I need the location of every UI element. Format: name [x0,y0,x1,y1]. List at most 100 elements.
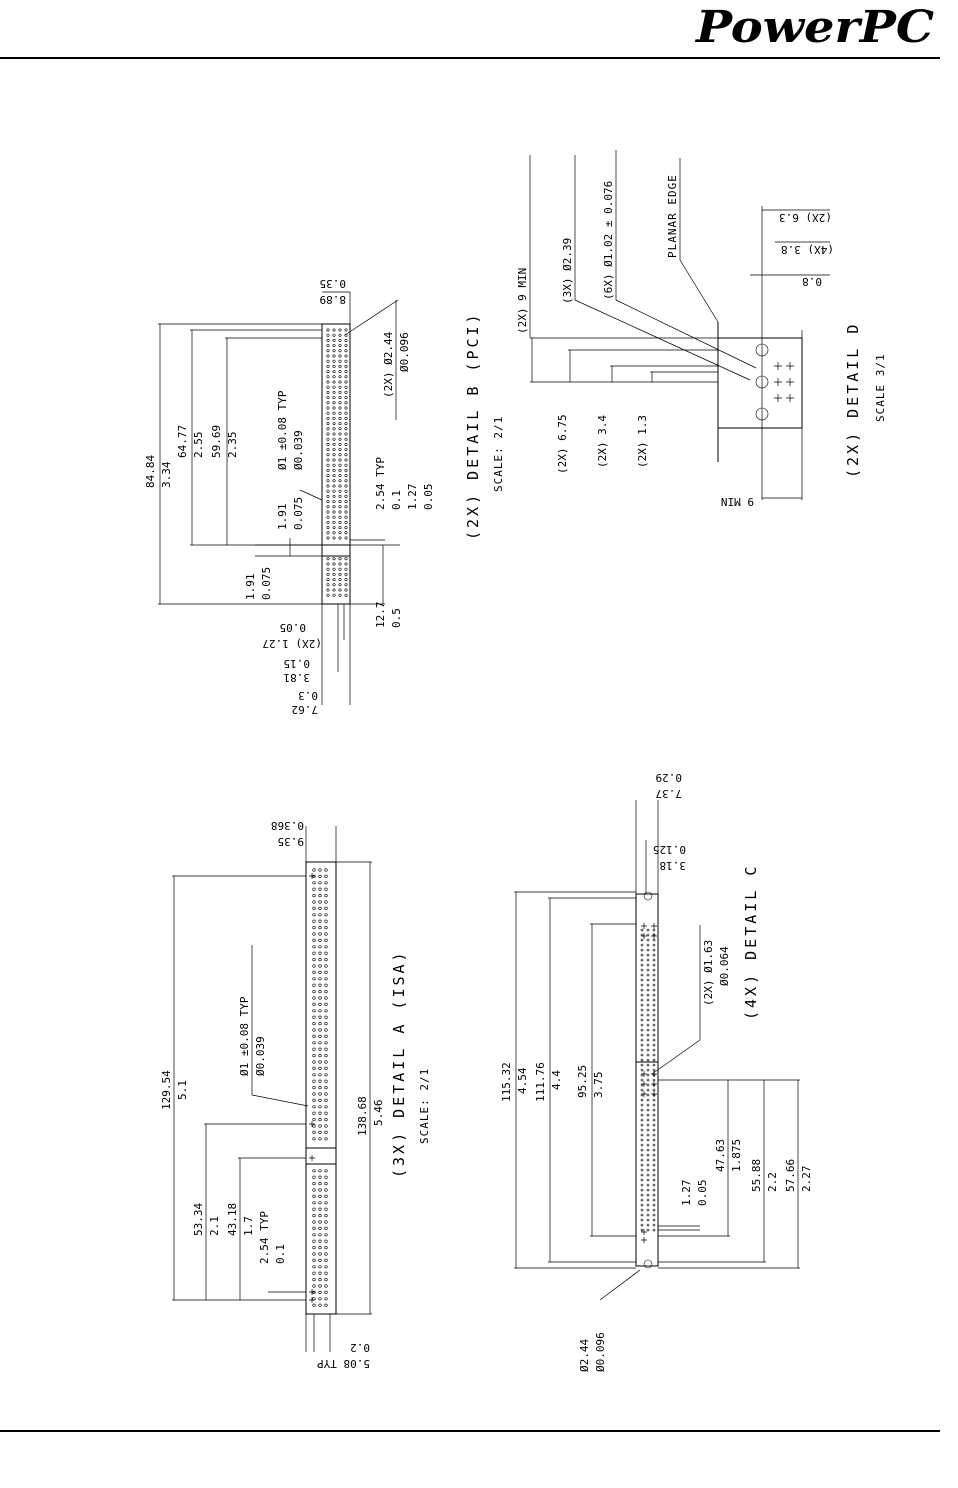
pin-hole [338,526,342,530]
pin-marker [651,1081,657,1087]
pin-hole [318,1226,322,1230]
pin-hole [324,1233,328,1237]
dim-5-1: 5.1 [176,1080,189,1100]
pin-hole [652,948,656,952]
pin-hole [646,1123,650,1127]
pin-hole [640,953,644,957]
pin-hole [646,1038,650,1042]
pin-hole [646,1223,650,1227]
pin-hole [318,881,322,885]
pin-hole [324,1098,328,1102]
pin-hole [332,505,336,509]
dim-0-3: 0.3 [298,689,318,702]
pin-hole [332,427,336,431]
pin-hole [326,593,330,597]
pin-hole [332,500,336,504]
pin-hole [652,1053,656,1057]
pin-hole [344,505,348,509]
pin-hole [344,427,348,431]
pin-hole [652,1203,656,1207]
pin-hole [326,448,330,452]
pin-hole [344,406,348,410]
pin-hole [646,1183,650,1187]
pin-hole [326,510,330,514]
pin-hole [318,1303,322,1307]
pin-hole [646,978,650,982]
pin-hole [318,925,322,930]
detail-d-scale: SCALE 3/1 [874,353,887,422]
pin-hole [326,380,330,384]
pin-hole [312,874,316,879]
pin-hole [326,567,330,571]
pin-hole [646,1078,650,1082]
pin-hole [652,953,656,957]
pin-hole [312,1028,316,1032]
pin-hole [332,526,336,530]
dim-0-1: 0.1 [390,490,403,510]
pin-hole [640,1048,644,1052]
pin-hole [324,1201,328,1205]
dim-3-81: 3.81 [284,671,311,684]
pin-hole [344,364,348,368]
dim-0-368: 0.368 [271,819,304,832]
pin-hole [652,928,656,932]
pin-hole [324,1047,328,1051]
pin-hole [646,973,650,977]
pin-hole [640,1183,644,1187]
detail-d-title: (2X) DETAIL D [844,322,862,478]
dim-53-34: 53.34 [192,1203,205,1236]
pin-hole [344,432,348,436]
pin-hole [646,1013,650,1017]
dim-0-075-a: 0.075 [260,567,273,600]
pin-hole [640,1088,644,1092]
pin-hole [640,1138,644,1142]
pin-hole [318,893,322,898]
pin-hole [318,919,322,923]
pin-hole [338,380,342,384]
pin-marker [309,1121,315,1127]
pin-hole [646,968,650,972]
dim-59-69: 59.69 [210,425,223,458]
dim-0-05: 0.05 [422,484,435,511]
pin-marker [309,1155,315,1161]
detail-c-title: (4X) DETAIL C [742,864,760,1020]
pin-hole [344,401,348,405]
pin-hole [312,1226,316,1230]
pin-hole [324,1265,328,1269]
pin-hole [326,531,330,535]
dim-4-4: 4.4 [550,1070,563,1090]
pin-hole [652,1188,656,1192]
pin-hole [324,957,328,962]
pin-hole [646,1228,650,1232]
pin-hole [332,484,336,488]
dim-a-0-1: 0.1 [274,1244,287,1264]
detail-b-pci: 84.84 3.34 64.77 2.55 59.69 2.35 1.91 0.… [144,277,505,716]
pin-hole [324,945,328,949]
pin-hole [312,932,316,936]
pin-hole [318,1021,322,1026]
dim-5-08-typ: 5.08 TYP [317,1357,370,1370]
dim-a-hole-0-039: Ø0.039 [254,1036,267,1076]
pin-hole [312,893,316,898]
pin-hole [324,1009,328,1013]
pin-hole [652,1198,656,1202]
pin-hole [646,1068,650,1072]
pin-hole [646,1073,650,1077]
pin-hole [652,998,656,1002]
pin-hole [326,572,330,576]
pin-hole [332,474,336,478]
pin-hole [652,1018,656,1022]
pin-hole [318,1220,322,1224]
pin-hole [332,437,336,441]
pin-hole [640,928,644,932]
pin-hole [646,1198,650,1202]
pin-hole [318,887,322,891]
pin-hole [318,1233,322,1237]
dim-47-63: 47.63 [714,1139,727,1172]
pin-hole [324,977,328,981]
pin-hole [332,380,336,384]
pin-hole [652,938,656,942]
pin-hole [312,964,316,968]
pin-hole [646,998,650,1002]
dim-0-35: 0.35 [320,277,347,290]
